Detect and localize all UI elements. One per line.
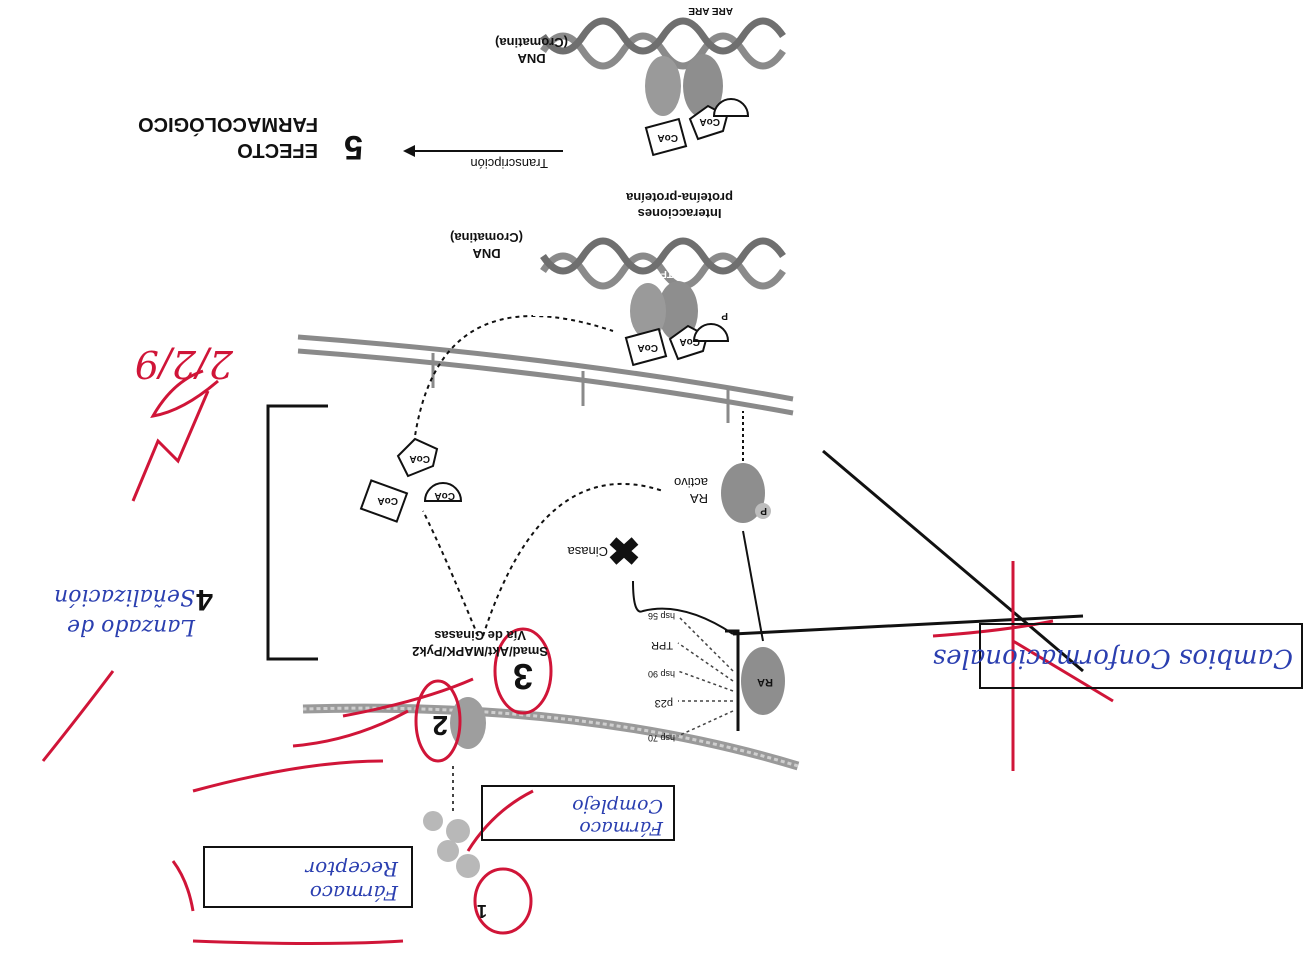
ra-activo-line1: RA [674,490,708,506]
step5-number: 5 [344,127,363,166]
ra-label: RA [757,676,773,688]
hsp56-label: hsp 56 [648,611,675,621]
via-cinasas-label: Smad/Akt/MAPK/Pyk2 Vía de Cinasas [412,627,548,659]
hw-farmaco-complejo-line2: Complejo [572,795,663,817]
hw-side-note: 2/2/9 [135,342,233,386]
step2-number: 2 [432,709,448,741]
nuclear-complex-1 [533,241,783,365]
cromatina-label-1: (Cromatina) [450,229,523,245]
step4-number: 4 [196,582,213,616]
dna-label-2: DNA (Cromatina) [495,34,568,66]
nuclear-membrane [298,337,793,413]
step1-number: 1 [477,900,487,921]
p-label-2: P [721,310,728,321]
coa-label-6: CoA [657,132,678,143]
coa-label-5: CoA [679,336,700,347]
hw-farmaco-complejo: Fármaco Complejo [572,795,663,839]
hw-lanzado-line2: Señalización [54,581,195,611]
hw-lanzado-line1: Lanzado de [54,611,195,641]
hw-lanzado-senalizacion: Lanzado de Señalización [54,581,195,641]
hsp70-label: hsp 70 [648,733,675,743]
step3-number: 3 [513,655,533,697]
coa-cluster-cytoplasm [361,439,461,522]
dna-label-1: DNA (Cromatina) [450,229,523,261]
tf-label: TF [661,268,673,279]
efecto-line1: EFECTO [138,137,318,163]
ra-activo-line2: activo [674,474,708,490]
hw-farmaco-receptor-line1: Fármaco [306,881,398,905]
via-line2: Vía de Cinasas [412,627,548,643]
cinasa-symbol [613,541,635,561]
membrane-receptor [450,697,486,749]
dna-label-1-text: DNA [450,245,523,261]
interacciones-line1: Interacciones [626,205,733,221]
efecto-label: EFECTO FARMACOLÓGICO [138,111,318,163]
interacciones-label: Interacciones proteína-proteína [626,189,733,221]
cinasa-label: Cinasa [568,544,608,559]
coa-label-4: CoA [637,342,658,353]
via-line1: Smad/Akt/MAPK/Pyk2 [412,643,548,659]
coa-label-3: CoA [434,490,455,501]
are-label: ARE ARE [688,5,733,16]
hsp90-label: hsp 90 [648,669,675,679]
hw-farmaco-complejo-line1: Fármaco [572,817,663,839]
coa-label-7: CoA [699,116,720,127]
cromatina-label-2: (Cromatina) [495,34,568,50]
hw-farmaco-receptor-line2: Receptor [306,857,398,881]
step4-bracket [268,406,328,659]
tpr-label: TPR [651,639,673,651]
transcripcion-label: Transcripción [470,156,548,171]
ra-activo-label: RA activo [674,474,708,506]
p-label-1: P [760,505,767,516]
hw-cambios-conformacionales: Cambios Conformacionales [933,643,1293,673]
dna-label-2-text: DNA [495,50,568,66]
hw-farmaco-receptor: Fármaco Receptor [306,857,398,905]
dashed-arrow-via [483,484,663,636]
coa-label-1: CoA [377,495,398,506]
interacciones-line2: proteína-proteína [626,189,733,205]
coa-label-2: CoA [409,453,430,464]
efecto-line2: FARMACOLÓGICO [138,111,318,137]
p23-label: p23 [655,697,673,709]
